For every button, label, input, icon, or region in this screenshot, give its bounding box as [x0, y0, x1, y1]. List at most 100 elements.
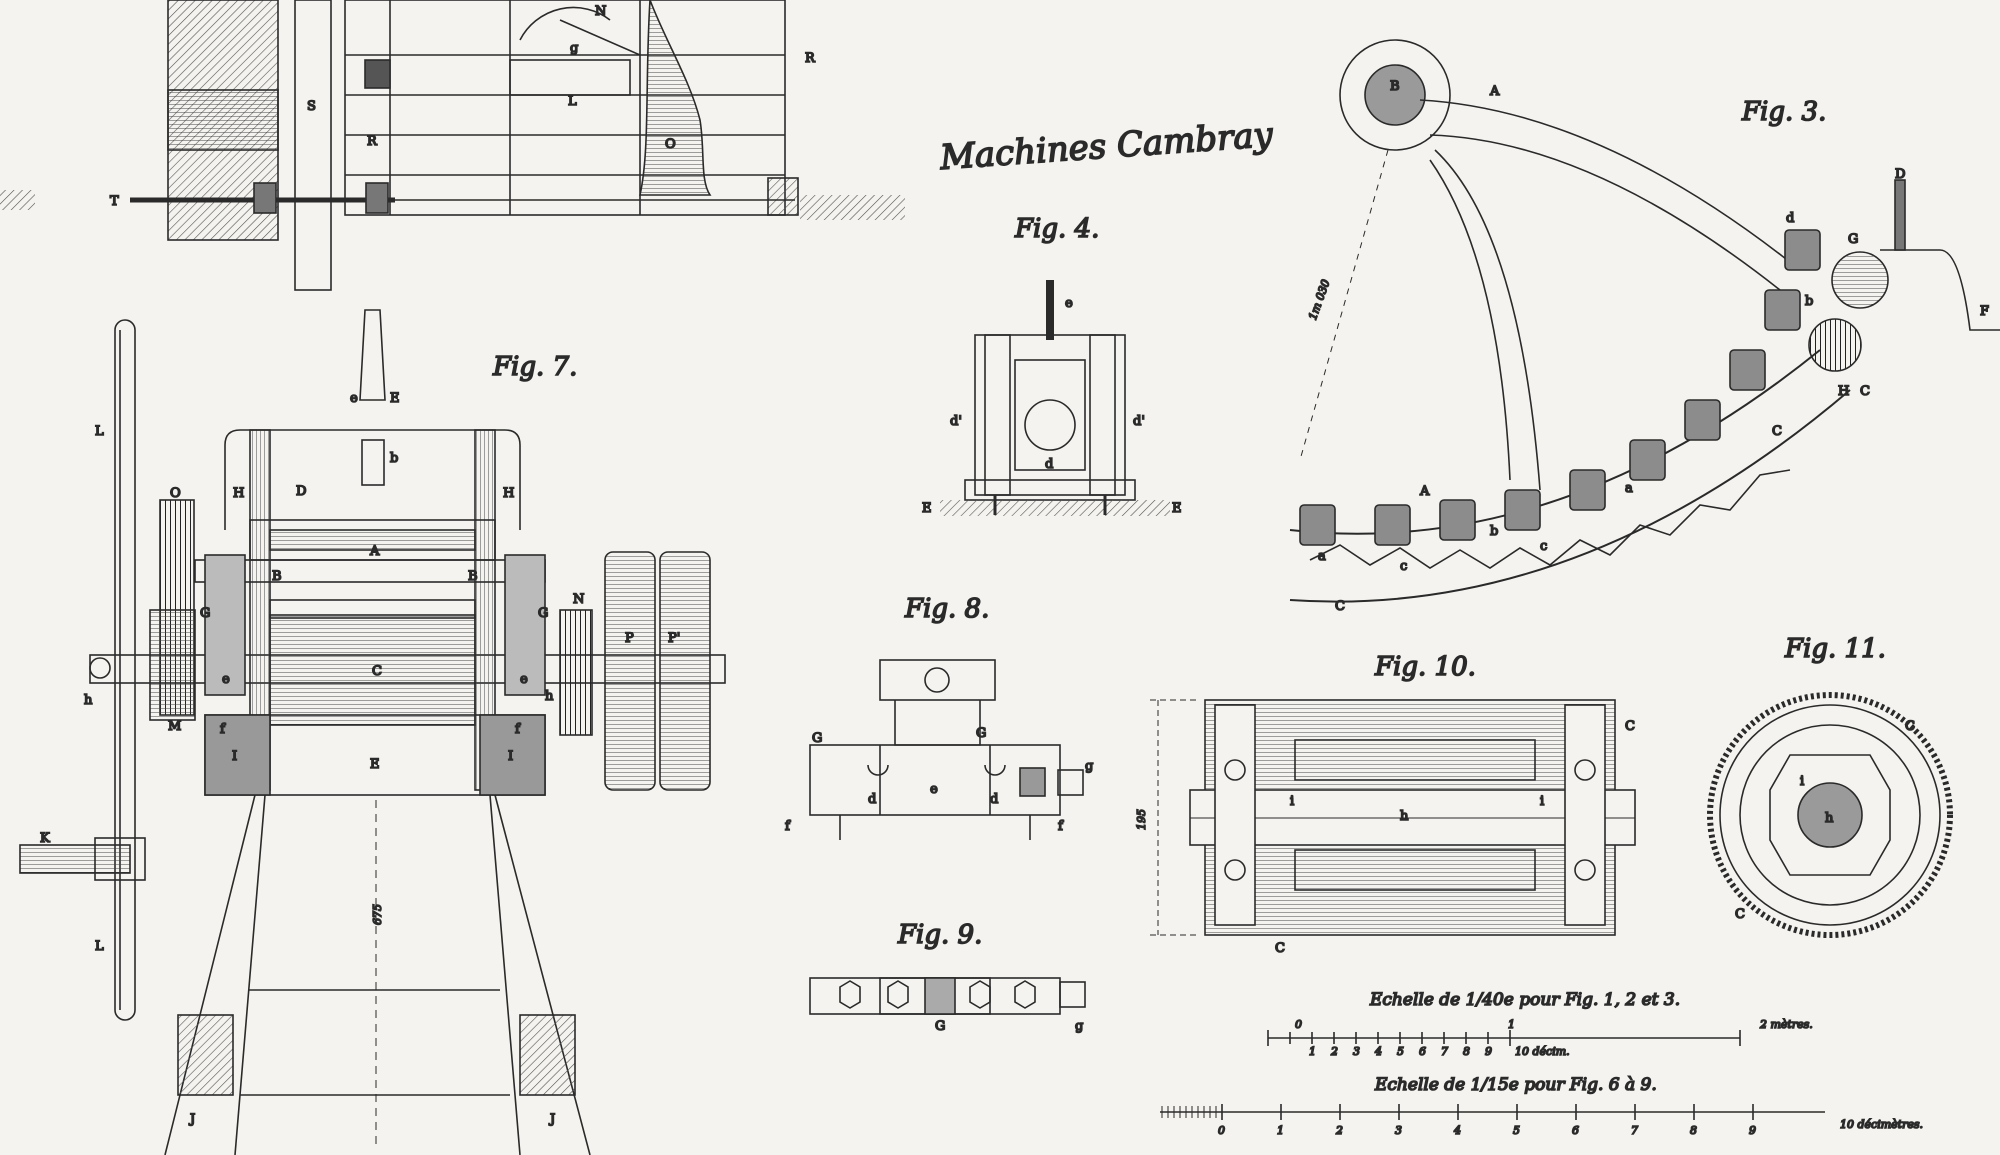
figure-11-gear: Fig. 11. C C i h: [1707, 633, 1953, 938]
scale1-mid: 1: [1508, 1018, 1515, 1031]
fig7-label-D: D: [296, 484, 306, 499]
fig7-label-P: P: [625, 631, 634, 646]
fig8-label-d-left: d: [868, 792, 876, 807]
scale2-end: 10 décimètres.: [1840, 1118, 1923, 1131]
fig7-label-A: A: [369, 544, 380, 559]
fig4-label-E-right: E: [1172, 501, 1182, 516]
scale1-tick-label: 3: [1353, 1045, 1360, 1058]
scale1-tick-label: 5: [1397, 1045, 1404, 1058]
scale1-tick-label: 7: [1441, 1045, 1448, 1058]
fig11-title: Fig. 11.: [1784, 634, 1886, 664]
fig7-label-H-left: H: [233, 486, 244, 501]
fig7-label-h-right: h: [545, 689, 554, 704]
fig3-label-b-1: b: [1805, 294, 1813, 309]
scale2-tick-label: 7: [1631, 1124, 1638, 1137]
fig7-label-H-right: H: [503, 486, 514, 501]
scale2-tick-label: 5: [1513, 1124, 1520, 1137]
figure-8-bracket: Fig. 8. G G d d e f f g: [784, 593, 1094, 840]
fig7-label-K: K: [40, 831, 50, 846]
scale2-tick-label: 6: [1572, 1124, 1579, 1137]
scale1-caption: Echelle de 1/40e pour Fig. 1, 2 et 3.: [1369, 990, 1680, 1010]
scale1-tick-label: 2: [1330, 1045, 1338, 1058]
fig7-label-N: N: [573, 592, 584, 607]
scale2-tick-label: 4: [1453, 1124, 1461, 1137]
top-label-S: S: [307, 99, 316, 114]
figure-3-feeder-arc: Fig. 3.: [1289, 39, 2000, 615]
scale2-tick-label: 3: [1395, 1124, 1402, 1137]
top-elevation-figure: S R R L O T N g: [0, 0, 905, 291]
scale1-tick-label: 9: [1485, 1045, 1492, 1058]
fig10-label-C-bottom: C: [1275, 941, 1285, 956]
fig3-label-A-top: A: [1489, 84, 1500, 99]
fig3-label-G: G: [1848, 232, 1858, 247]
fig9-label-g: g: [1075, 1019, 1083, 1034]
fig7-label-G-right: G: [538, 606, 548, 621]
fig3-label-H: H: [1838, 384, 1849, 399]
fig7-label-G-left: G: [200, 606, 210, 621]
fig4-label-d-prime-right: d': [1133, 414, 1145, 429]
fig10-label-C-top: C: [1625, 719, 1635, 734]
fig3-label-d: d: [1786, 211, 1794, 226]
fig3-label-c-2: c: [1540, 539, 1547, 554]
scale2-tick-label: 0: [1218, 1124, 1225, 1137]
fig9-title: Fig. 9.: [897, 920, 982, 950]
fig7-label-L-bottom: L: [95, 939, 104, 954]
top-label-R-right: R: [805, 51, 816, 66]
fig3-label-C-3: C: [1860, 384, 1870, 399]
fig7-label-P-prime: P': [668, 631, 680, 646]
fig7-label-B-right: B: [468, 569, 478, 584]
fig7-label-O: O: [170, 486, 181, 501]
fig11-label-h: h: [1825, 811, 1834, 826]
top-label-O: O: [665, 137, 676, 152]
fig3-dimension: 1m 030: [1306, 278, 1333, 322]
fig11-label-i: i: [1800, 774, 1804, 789]
top-label-T: T: [110, 194, 119, 209]
fig7-label-I-left: I: [232, 749, 237, 764]
fig3-label-C-2: C: [1772, 424, 1782, 439]
fig4-label-d: d: [1045, 457, 1053, 472]
fig10-title: Fig. 10.: [1374, 652, 1476, 682]
fig7-label-J-right: J: [548, 1112, 555, 1127]
fig7-label-f-right: f: [515, 722, 521, 737]
scale-bar-1: Echelle de 1/40e pour Fig. 1, 2 et 3. 1 2…: [1267, 989, 1814, 1059]
scale1-tick-label: 4: [1374, 1045, 1382, 1058]
fig7-label-b: b: [390, 451, 398, 466]
scale1-tick-label: 1: [1309, 1045, 1316, 1058]
fig7-label-E-lower: E: [370, 757, 380, 772]
fig8-label-f-right: f: [1058, 819, 1064, 834]
scale1-tick-label: 8: [1463, 1045, 1470, 1058]
fig8-label-G-right: G: [976, 726, 986, 741]
fig7-dimension: 675: [371, 904, 384, 925]
fig3-title: Fig. 3.: [1741, 97, 1826, 127]
fig7-label-h-left: h: [84, 693, 93, 708]
scale1-tick-label: 6: [1419, 1045, 1426, 1058]
fig7-label-C: C: [372, 664, 382, 679]
scale1-zero: 0: [1295, 1018, 1302, 1031]
fig7-label-I-right: I: [508, 749, 513, 764]
top-label-N: N: [595, 4, 606, 19]
fig9-label-G: G: [935, 1019, 945, 1034]
scale2-tick-label: 9: [1749, 1124, 1756, 1137]
top-label-g: g: [570, 41, 578, 56]
plate-title: Machines Cambray: [938, 115, 1275, 178]
fig7-label-L-top: L: [95, 424, 104, 439]
top-label-R: R: [367, 134, 378, 149]
fig4-label-E-left: E: [922, 501, 932, 516]
fig3-label-c-1: c: [1400, 559, 1407, 574]
top-label-L: L: [568, 94, 577, 109]
fig3-label-a-1: a: [1318, 549, 1326, 564]
fig3-label-A-bottom: A: [1419, 484, 1430, 499]
fig8-label-d-right: d: [990, 792, 998, 807]
fig8-label-f-left: f: [785, 819, 791, 834]
fig7-label-E: E: [390, 391, 400, 406]
figure-7-crusher: Fig. 7. e E b H H D A B B G G C e e h h …: [19, 309, 726, 1155]
fig7-label-e: e: [350, 391, 358, 406]
figure-9-bar: Fig. 9. G g: [809, 919, 1086, 1035]
fig7-title: Fig. 7.: [492, 352, 577, 382]
fig11-label-C-bottom: C: [1735, 907, 1745, 922]
fig8-title: Fig. 8.: [904, 594, 989, 624]
fig4-title: Fig. 4.: [1014, 214, 1099, 244]
fig3-label-a-2: a: [1625, 481, 1633, 496]
